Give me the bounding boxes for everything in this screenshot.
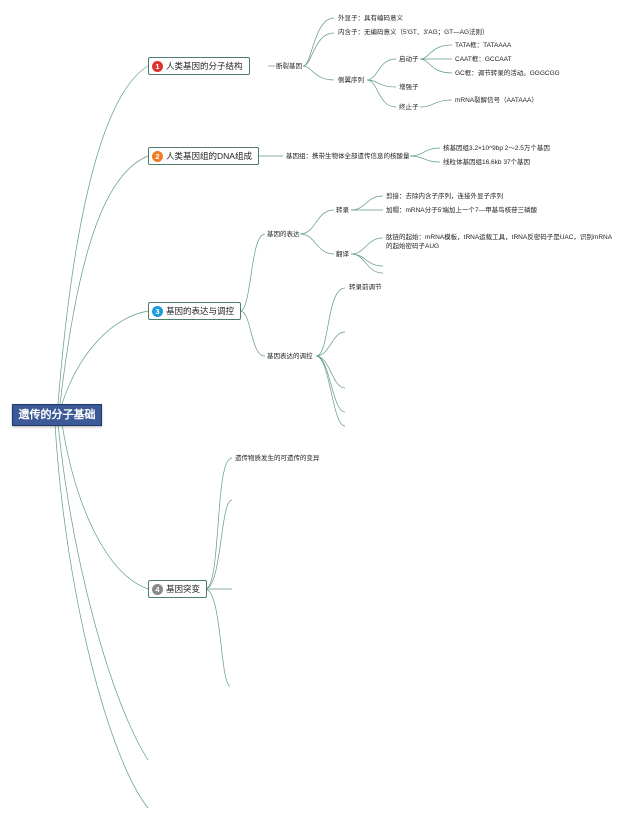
node-capping[interactable]: 加帽：mRNA分子5'端加上一个7—甲基鸟核苷三磷酸 — [386, 207, 538, 214]
node-pre-transcription-regulation[interactable]: 转录前调节 — [349, 284, 382, 291]
node-translation[interactable]: 翻译 — [336, 251, 349, 258]
node-gene-expression[interactable]: 基因的表达 — [267, 231, 300, 238]
topic-gene-structure[interactable]: 1 人类基因的分子结构 — [148, 57, 250, 75]
node-mrna-cleavage-signal[interactable]: mRNA裂解信号（AATAAA） — [455, 97, 538, 104]
topic-label: 基因的表达与调控 — [166, 306, 235, 316]
node-peptide-initiation[interactable]: 肽链的起始：mRNA模板，tRNA运载工具，tRNA反密码子是UAC，识别mRN… — [386, 234, 613, 250]
number-badge: 1 — [152, 60, 163, 72]
topic-gene-mutation[interactable]: 4 基因突变 — [148, 580, 208, 598]
node-enhancer[interactable]: 增强子 — [399, 84, 419, 91]
node-genome[interactable]: 基因组：携带生物体全部遗传信息的核酸量 — [286, 153, 410, 160]
node-caat-box[interactable]: CAAT框：GCCAAT — [455, 56, 512, 63]
node-flanking-sequence[interactable]: 侧翼序列 — [338, 77, 364, 84]
node-nuclear-genome[interactable]: 核基因组3.2×10^9bp 2〜2.5万个基因 — [443, 145, 550, 152]
topic-label: 基因突变 — [166, 584, 201, 594]
node-mutation-definition[interactable]: 遗传物质发生的可遗传的变异 — [235, 455, 320, 462]
number-badge: 3 — [152, 305, 163, 317]
node-expression-regulation[interactable]: 基因表达的调控 — [267, 353, 313, 360]
node-splicing[interactable]: 剪接：去除内含子序列，连接外显子序列 — [386, 193, 503, 200]
node-exon[interactable]: 外显子：具有编码意义 — [338, 15, 403, 22]
number-badge: 4 — [152, 583, 163, 595]
topic-label: 人类基因组的DNA组成 — [166, 151, 252, 161]
node-tata-box[interactable]: TATA框：TATAAAA — [455, 42, 512, 49]
node-promoter[interactable]: 启动子 — [399, 56, 419, 63]
node-gc-box[interactable]: GC框：调节转录的活动。GGGCGG — [455, 70, 560, 77]
number-badge: 2 — [152, 150, 163, 162]
node-intron[interactable]: 内含子：无编码意义（5'GT、3'AG；GT—AG法则） — [338, 29, 489, 36]
node-mitochondrial-genome[interactable]: 线粒体基因组16.6kb 37个基因 — [443, 159, 531, 166]
node-split-gene[interactable]: 断裂基因 — [276, 63, 302, 70]
root-topic[interactable]: 遗传的分子基础 — [12, 404, 102, 426]
node-terminator[interactable]: 终止子 — [399, 104, 419, 111]
topic-expression-regulation[interactable]: 3 基因的表达与调控 — [148, 302, 242, 320]
topic-genome-dna[interactable]: 2 人类基因组的DNA组成 — [148, 147, 259, 165]
node-transcription[interactable]: 转录 — [336, 207, 349, 214]
topic-label: 人类基因的分子结构 — [166, 61, 243, 71]
